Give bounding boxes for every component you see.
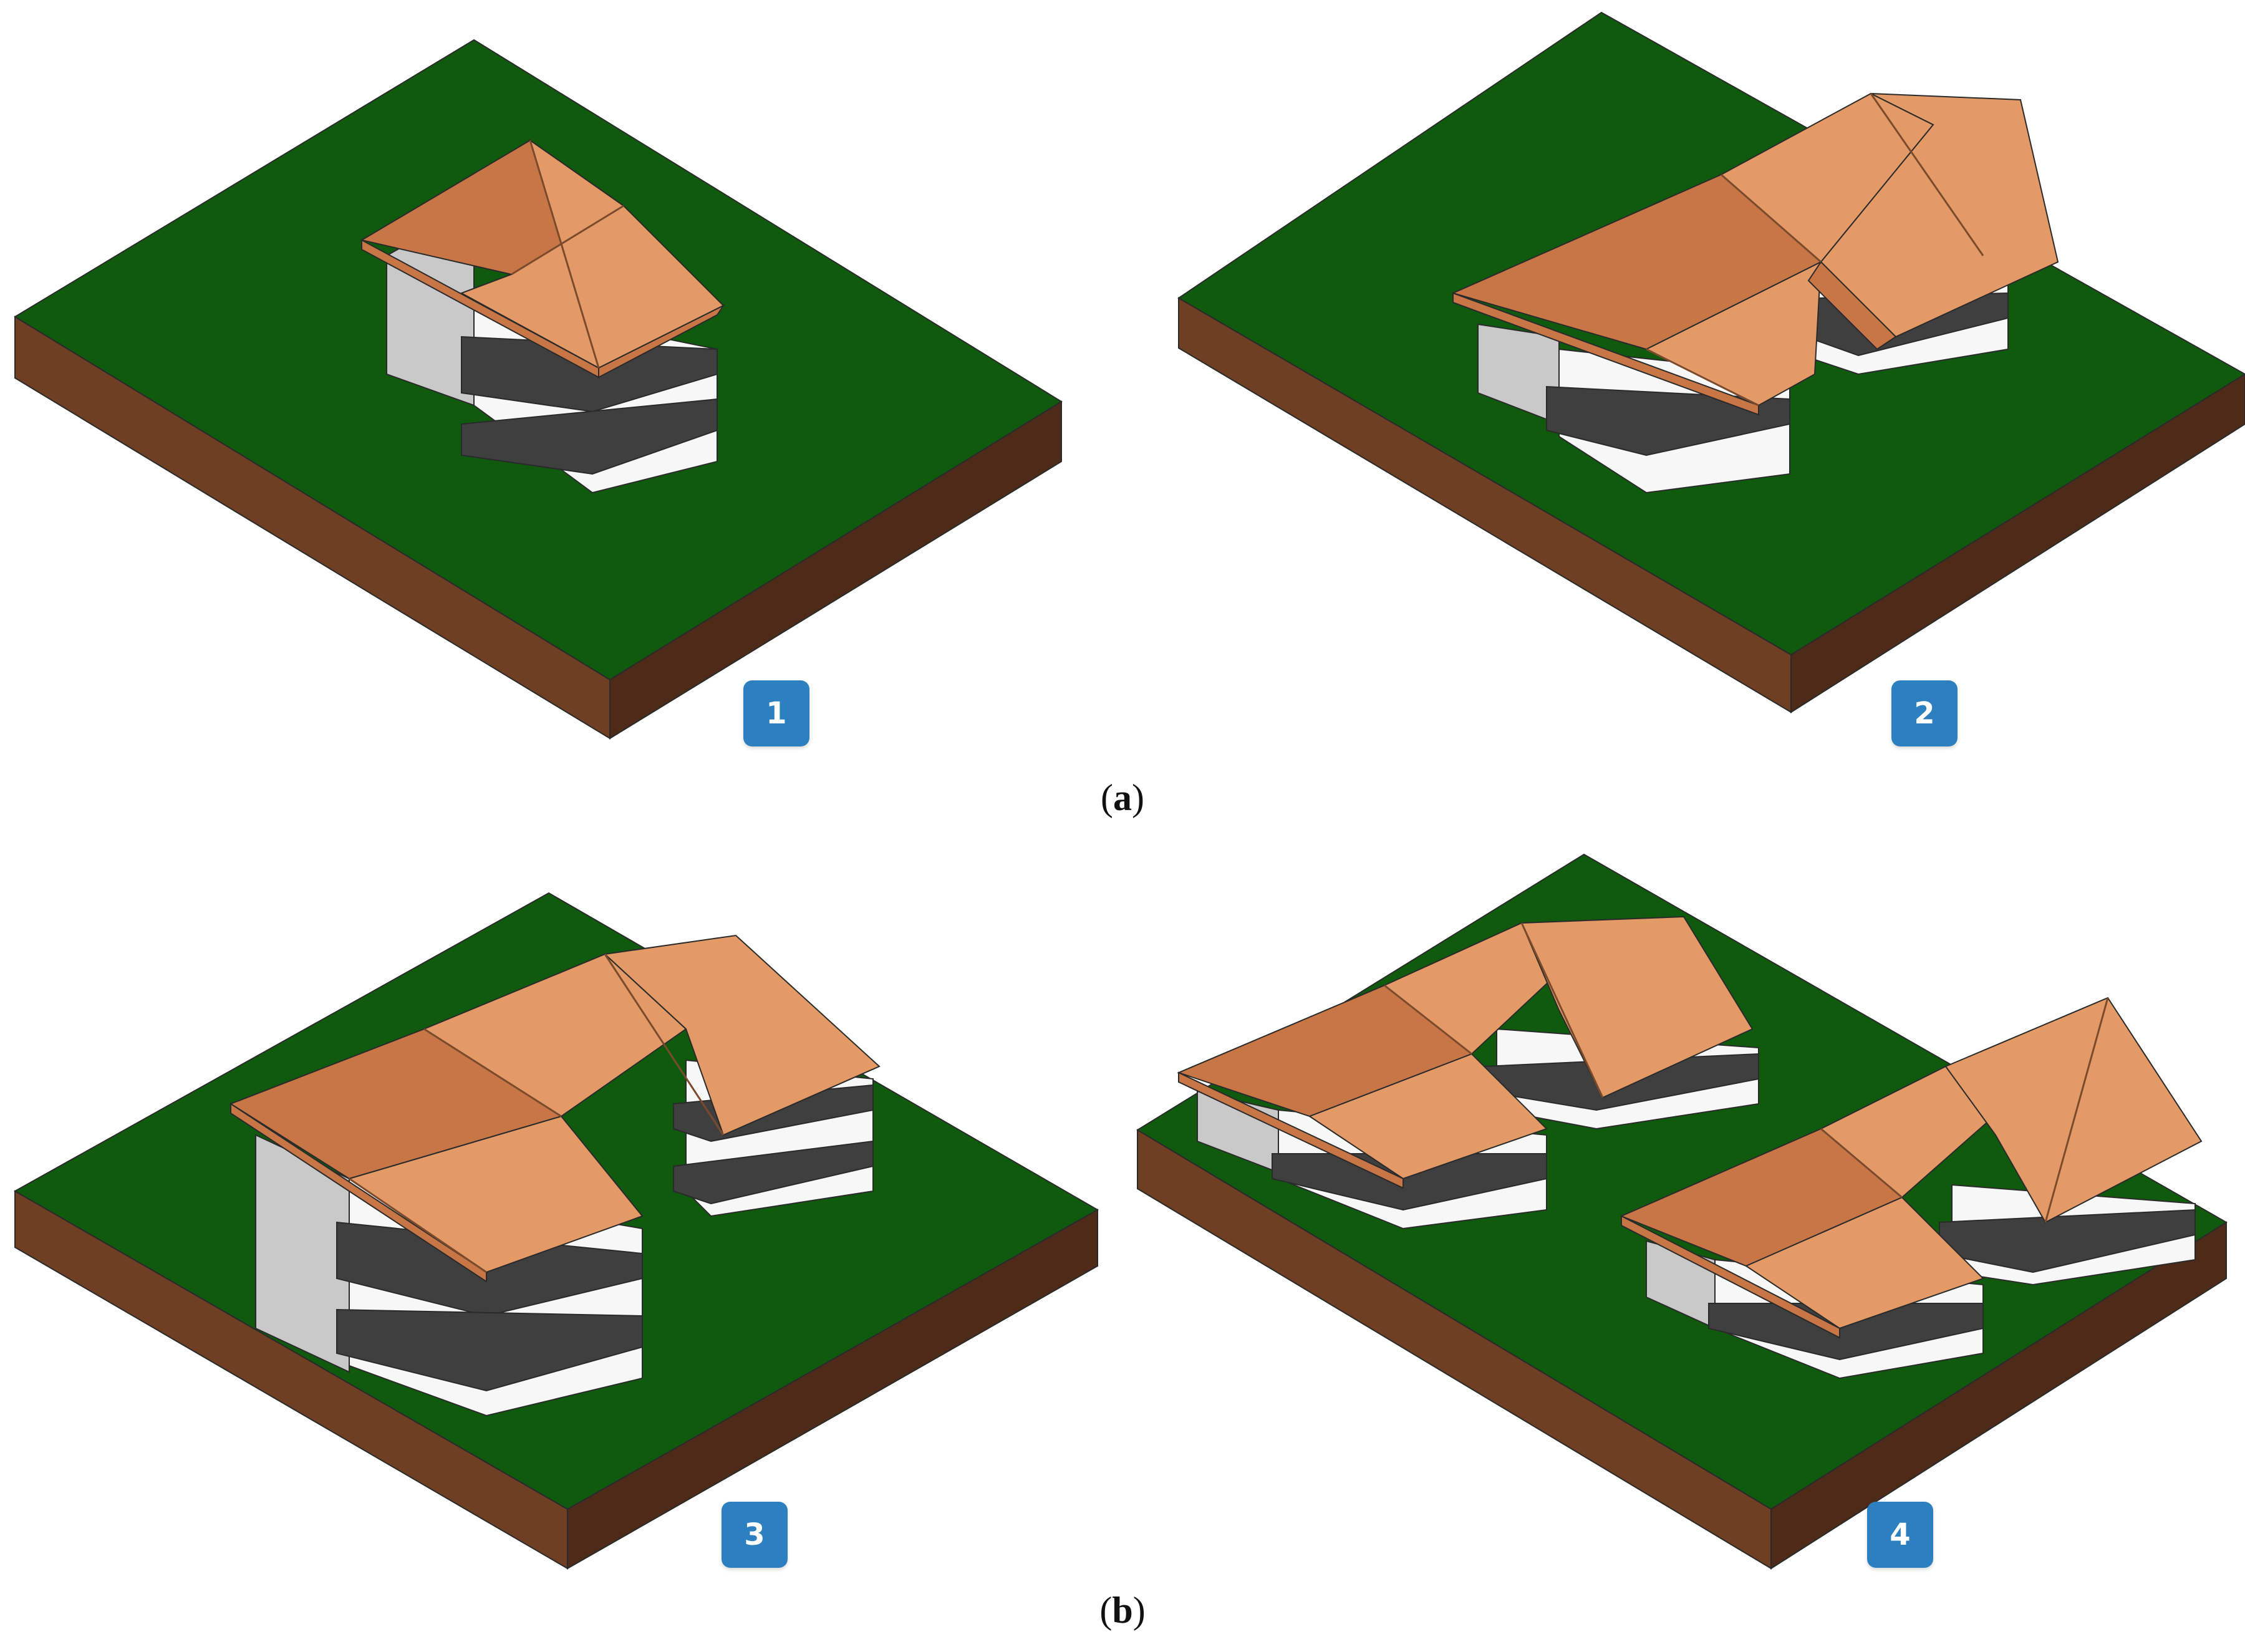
site-model-2 [1177, 11, 2245, 713]
panel-badge-1: 1 [743, 680, 809, 746]
soil-right [567, 1209, 1098, 1570]
soil-right [609, 400, 1062, 740]
soil-right [1790, 373, 2245, 713]
house-3 [229, 934, 881, 1417]
site-model-4 [1136, 853, 2228, 1570]
site-model-1 [14, 39, 1063, 740]
caption-b: (b) [1099, 1590, 1146, 1631]
scene-panel-3 [0, 842, 1110, 1590]
scene-panel-2 [1160, 0, 2245, 755]
house-1 [360, 138, 725, 494]
caption-a: (a) [1101, 777, 1144, 818]
scene-panel-1 [0, 0, 1098, 755]
panel-badge-4: 4 [1867, 1502, 1933, 1568]
site-model-3 [13, 892, 1099, 1570]
soil-right [1770, 1221, 2227, 1570]
panel-badge-3: 3 [722, 1502, 788, 1568]
house-2 [1451, 92, 2059, 494]
scene-panel-4 [1122, 842, 2245, 1590]
house-4a [1177, 915, 1759, 1230]
house-4b [1620, 997, 2203, 1379]
panel-badge-2: 2 [1891, 680, 1958, 746]
